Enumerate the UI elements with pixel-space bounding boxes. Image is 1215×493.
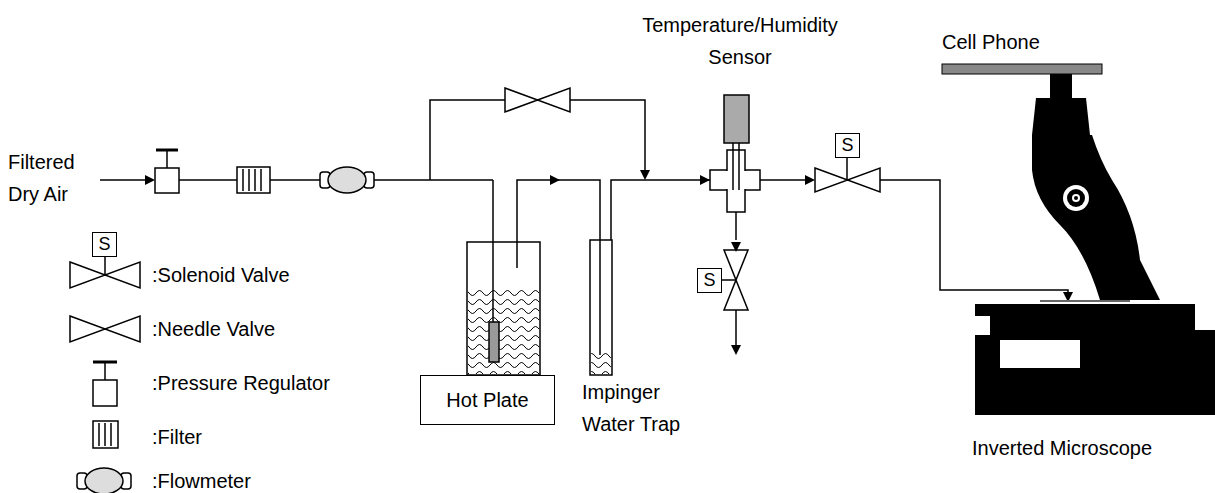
part-label: Inverted Microscope: [972, 432, 1210, 464]
legend-text: :Needle Valve: [152, 313, 275, 345]
hot-plate-box: Hot Plate: [420, 375, 555, 425]
box-text: S: [703, 270, 715, 291]
box-text: S: [841, 135, 853, 156]
part-label: Impinger Water Trap: [582, 376, 702, 440]
legend-text: :Solenoid Valve: [152, 259, 290, 291]
solenoid-box: S: [697, 268, 722, 293]
box-text: Hot Plate: [446, 389, 528, 412]
legend-text: :Flowmeter: [152, 465, 251, 493]
part-label: Filtered Dry Air: [8, 146, 103, 210]
solenoid-box: S: [835, 133, 860, 158]
box-text: S: [98, 234, 110, 255]
part-label: Cell Phone: [942, 26, 1102, 58]
legend-text: :Pressure Regulator: [152, 367, 330, 399]
part-label: Temperature/Humidity Sensor: [625, 9, 855, 73]
legend-text: :Filter: [152, 421, 202, 453]
solenoid-box: S: [92, 232, 117, 257]
